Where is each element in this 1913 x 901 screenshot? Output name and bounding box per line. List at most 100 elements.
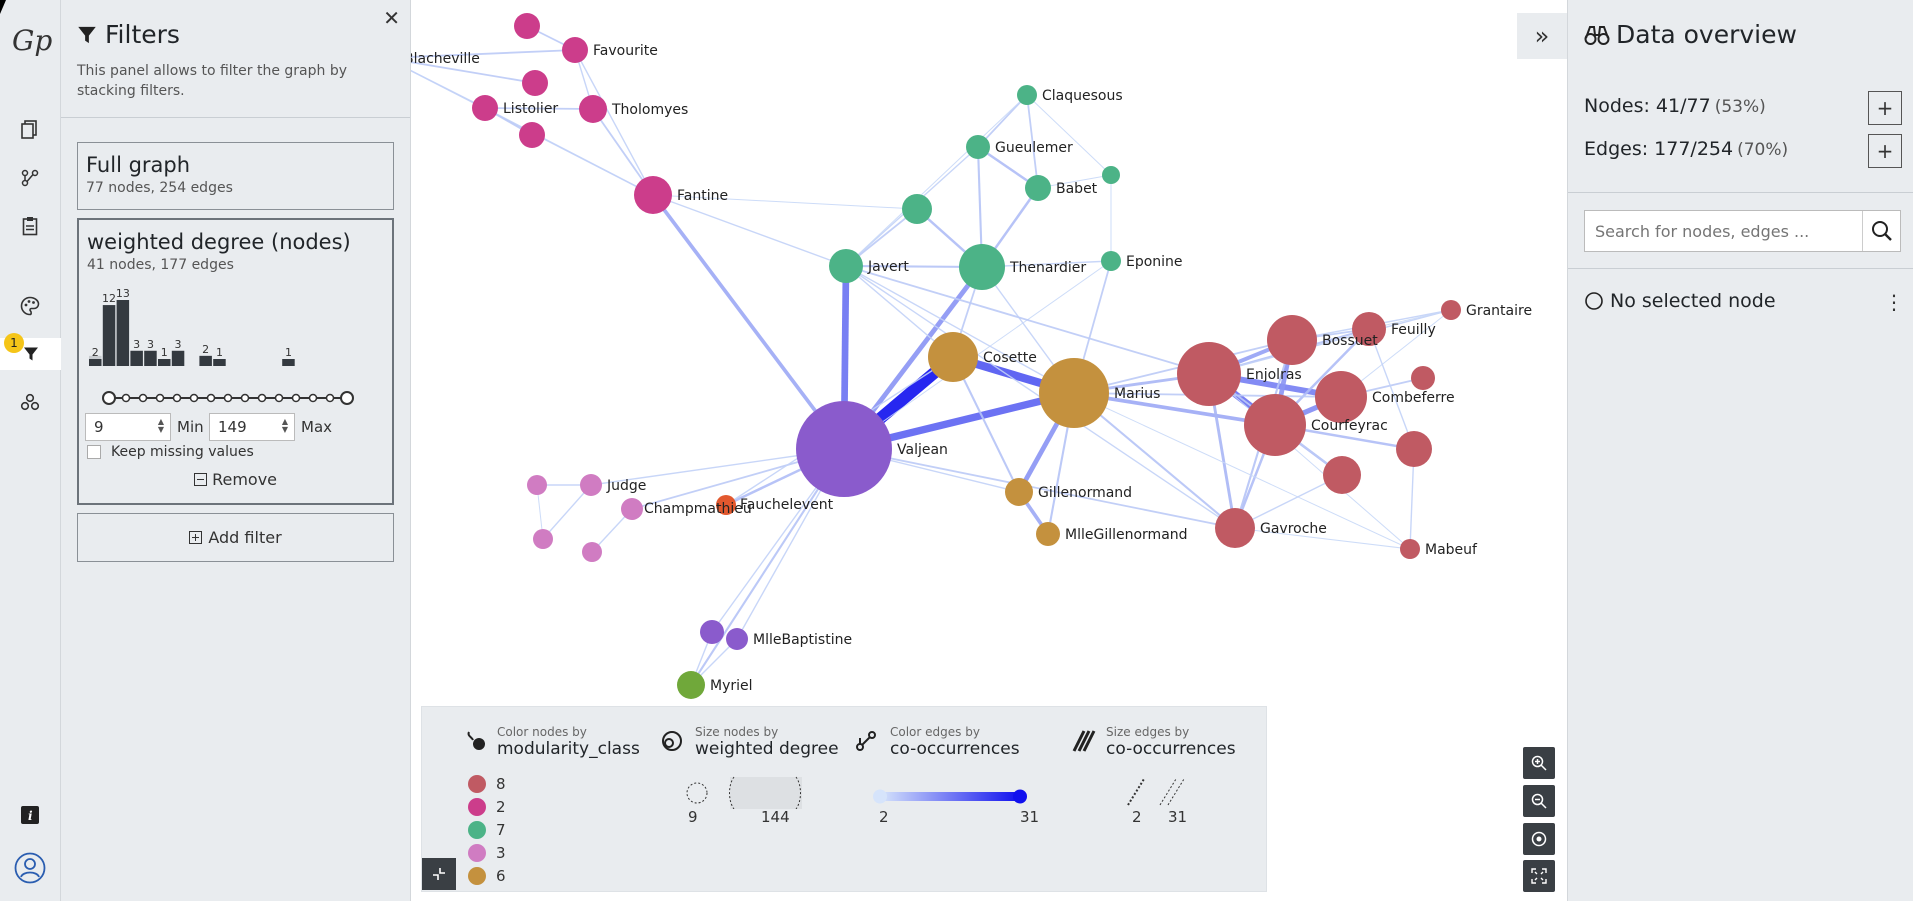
graph-node[interactable] bbox=[519, 122, 545, 148]
remove-filter-button[interactable]: Remove bbox=[79, 470, 392, 489]
close-icon[interactable]: ✕ bbox=[383, 6, 400, 30]
node-label: Judge bbox=[606, 478, 646, 494]
min-stepper-icon[interactable]: ▲▼ bbox=[157, 417, 164, 434]
legend-class-item: 2 bbox=[468, 798, 506, 816]
histogram-bar bbox=[102, 305, 116, 366]
graph-node[interactable] bbox=[902, 194, 932, 224]
search-input[interactable] bbox=[1585, 221, 1862, 241]
edges-expand-button[interactable]: + bbox=[1868, 134, 1902, 168]
slider-tick bbox=[121, 393, 131, 403]
graph-edge bbox=[411, 49, 576, 58]
palette-icon[interactable] bbox=[14, 290, 46, 322]
graph-node[interactable] bbox=[1323, 456, 1361, 494]
slider-handle[interactable] bbox=[102, 391, 116, 405]
min-value-input[interactable]: 9 ▲▼ bbox=[85, 413, 171, 441]
graph-node[interactable] bbox=[634, 176, 672, 214]
range-slider[interactable] bbox=[99, 388, 359, 408]
graph-node[interactable] bbox=[677, 671, 705, 699]
edge-size-max: 31 bbox=[1168, 808, 1188, 826]
minus-square-icon bbox=[193, 473, 207, 486]
full-graph-title: Full graph bbox=[86, 153, 191, 177]
graph-node[interactable] bbox=[582, 542, 602, 562]
collapse-panel-button[interactable]: » bbox=[1517, 13, 1567, 59]
empty-circle-icon bbox=[1585, 292, 1603, 310]
graph-node[interactable] bbox=[1315, 371, 1367, 423]
graph-node[interactable] bbox=[1244, 394, 1306, 456]
graph-node[interactable] bbox=[1025, 175, 1051, 201]
graph-node[interactable] bbox=[966, 135, 990, 159]
add-filter-button[interactable]: Add filter bbox=[77, 513, 394, 562]
graph-node[interactable] bbox=[1411, 366, 1435, 390]
node-size-scale bbox=[686, 776, 802, 809]
node-label: Champmathieu bbox=[644, 501, 752, 517]
legend-color-dot bbox=[468, 821, 486, 839]
graph-node[interactable] bbox=[829, 249, 863, 283]
color-edges-icon bbox=[854, 729, 878, 753]
nodes-expand-button[interactable]: + bbox=[1868, 91, 1902, 125]
graph-node[interactable] bbox=[579, 95, 607, 123]
graph-node[interactable] bbox=[1400, 539, 1420, 559]
center-view-icon[interactable] bbox=[1523, 823, 1555, 855]
histogram-bar-label: 2 bbox=[92, 346, 99, 359]
graph-node[interactable] bbox=[928, 332, 978, 382]
zoom-in-icon[interactable] bbox=[1523, 747, 1555, 779]
graph-node[interactable] bbox=[700, 620, 724, 644]
graph-node[interactable] bbox=[959, 244, 1005, 290]
checkbox-box[interactable] bbox=[87, 445, 101, 459]
full-graph-card[interactable]: Full graph 77 nodes, 254 edges bbox=[77, 142, 394, 210]
graph-edge bbox=[484, 107, 594, 110]
fullscreen-icon[interactable] bbox=[1523, 860, 1555, 892]
graph-node[interactable] bbox=[716, 495, 736, 515]
node-label: Bossuet bbox=[1322, 333, 1378, 349]
graph-node[interactable] bbox=[1215, 508, 1255, 548]
node-label: Marius bbox=[1114, 386, 1160, 402]
node-label: Cosette bbox=[983, 350, 1037, 366]
graph-node[interactable] bbox=[1396, 431, 1432, 467]
legend-collapse-button[interactable] bbox=[422, 858, 456, 890]
graph-node[interactable] bbox=[522, 70, 548, 96]
graph-node[interactable] bbox=[514, 13, 540, 39]
graph-node[interactable] bbox=[580, 474, 602, 496]
search-icon[interactable] bbox=[1862, 211, 1900, 251]
search-box[interactable] bbox=[1584, 210, 1901, 252]
graph-node[interactable] bbox=[1441, 300, 1461, 320]
user-avatar-icon[interactable] bbox=[14, 852, 46, 884]
graph-node[interactable] bbox=[621, 498, 643, 520]
max-value-input[interactable]: 149 ▲▼ bbox=[209, 413, 295, 441]
graph-node[interactable] bbox=[1017, 85, 1037, 105]
slider-tick bbox=[240, 393, 250, 403]
graph-node[interactable] bbox=[796, 401, 892, 497]
node-label: Enjolras bbox=[1246, 367, 1302, 383]
graph-node[interactable] bbox=[527, 475, 547, 495]
graph-node[interactable] bbox=[726, 628, 748, 650]
file-icon[interactable] bbox=[14, 114, 46, 146]
graph-node[interactable] bbox=[1177, 342, 1241, 406]
slider-handle[interactable] bbox=[340, 391, 354, 405]
graph-node[interactable] bbox=[1036, 522, 1060, 546]
nodes-count-text: Nodes: 41/77 bbox=[1584, 95, 1711, 117]
clipboard-icon[interactable] bbox=[14, 210, 46, 242]
graph-node[interactable] bbox=[1101, 251, 1121, 271]
graph-icon[interactable] bbox=[14, 162, 46, 194]
zoom-out-icon[interactable] bbox=[1523, 785, 1555, 817]
max-stepper-icon[interactable]: ▲▼ bbox=[281, 417, 288, 434]
graph-node[interactable] bbox=[1102, 166, 1120, 184]
keep-missing-checkbox[interactable]: Keep missing values bbox=[87, 444, 254, 460]
slider-tick bbox=[291, 393, 301, 403]
color-nodes-caption: Color nodes by bbox=[497, 725, 587, 739]
graph-node[interactable] bbox=[1005, 478, 1033, 506]
graph-node[interactable] bbox=[472, 95, 498, 121]
filters-title-text: Filters bbox=[105, 20, 180, 49]
info-icon[interactable]: i bbox=[14, 799, 46, 831]
slider-tick bbox=[172, 393, 182, 403]
graph-node[interactable] bbox=[562, 37, 588, 63]
graph-node[interactable] bbox=[533, 529, 553, 549]
graph-node[interactable] bbox=[1267, 315, 1317, 365]
graph-node[interactable] bbox=[1039, 358, 1109, 428]
gephi-logo[interactable]: Gp bbox=[8, 18, 52, 62]
kebab-menu-icon[interactable]: ⋮ bbox=[1884, 290, 1904, 314]
graph-node[interactable] bbox=[1352, 312, 1386, 346]
layout-icon[interactable] bbox=[14, 386, 46, 418]
